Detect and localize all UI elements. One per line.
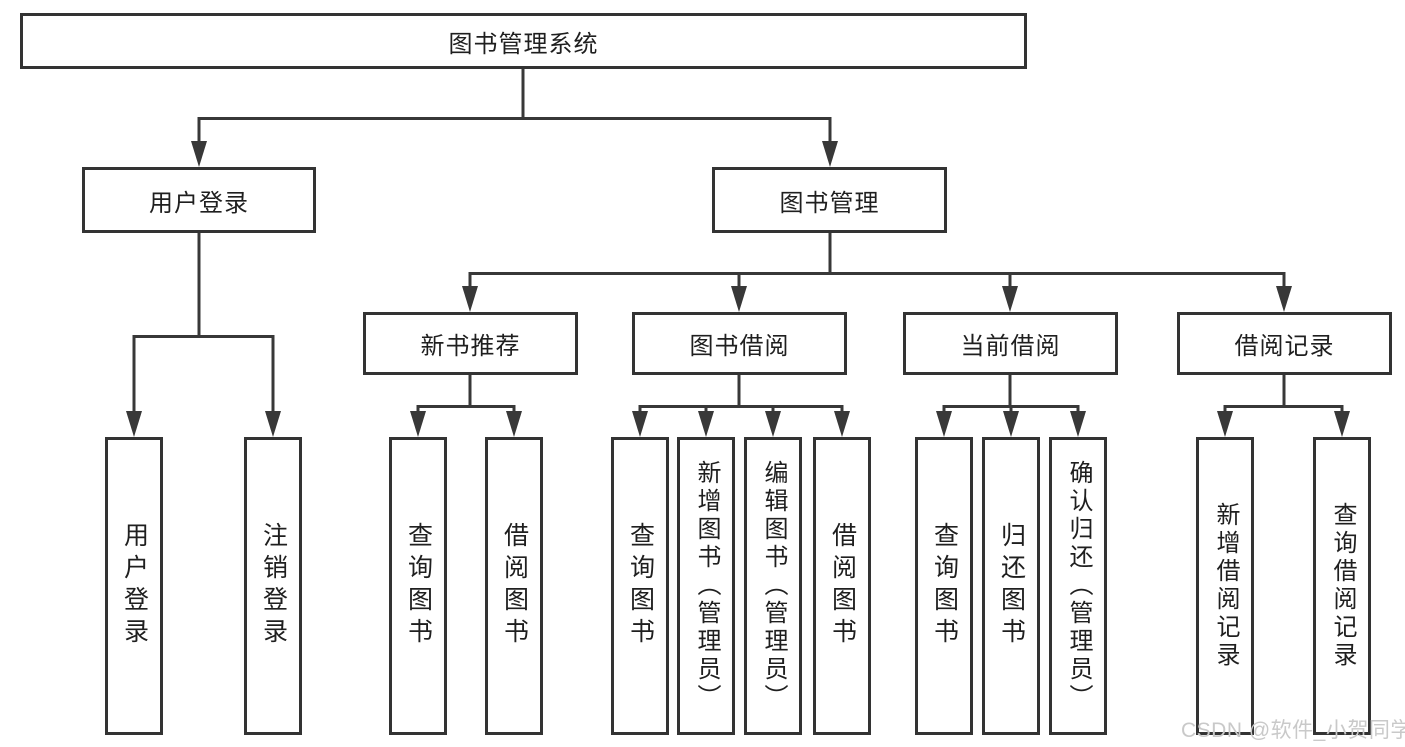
arrowhead-icons [126,141,1350,437]
node-root-library-system: 图书管理系统 [20,13,1027,69]
node-label: 查询图书 [404,522,433,650]
node-new-book-recommend: 新书推荐 [363,312,578,375]
node-label: 借阅图书 [500,522,529,650]
leaf-return-books: 归还图书 [982,437,1040,735]
node-label: 查询图书 [626,522,655,650]
leaf-edit-books-admin: 编辑图书（管理员） [744,437,802,735]
leaf-query-books-current: 查询图书 [915,437,973,735]
node-label: 当前借阅 [960,333,1061,360]
leaf-query-borrow-record: 查询借阅记录 [1313,437,1371,735]
node-label: 用户登录 [120,522,149,650]
node-label: 注销登录 [259,522,288,650]
node-book-management: 图书管理 [712,167,947,233]
node-label: 图书管理系统 [448,30,599,58]
leaf-query-books-recommend: 查询图书 [389,437,447,735]
node-current-borrow: 当前借阅 [903,312,1118,375]
node-label: 新增图书（管理员） [693,460,720,712]
node-borrow-records: 借阅记录 [1177,312,1392,375]
leaf-logout: 注销登录 [244,437,302,735]
node-label: 图书借阅 [689,333,790,360]
node-label: 用户登录 [149,189,249,217]
node-label: 查询图书 [930,522,959,650]
node-label: 新增借阅记录 [1212,502,1239,670]
leaf-query-books-borrow: 查询图书 [611,437,669,735]
csdn-watermark: CSDN @软件_小贺同学 [1181,719,1405,742]
leaf-add-books-admin: 新增图书（管理员） [677,437,735,735]
node-label: 确认归还（管理员） [1065,460,1092,712]
leaf-borrow-books-recommend: 借阅图书 [485,437,543,735]
node-label: 借阅记录 [1234,333,1335,360]
leaf-confirm-return-admin: 确认归还（管理员） [1049,437,1107,735]
node-label: 图书管理 [779,189,880,217]
node-label: 借阅图书 [828,522,857,650]
node-book-borrow: 图书借阅 [632,312,847,375]
leaf-user-login: 用户登录 [105,437,163,735]
node-label: 新书推荐 [420,333,521,360]
leaf-add-borrow-record: 新增借阅记录 [1196,437,1254,735]
node-label: 编辑图书（管理员） [760,460,787,712]
node-user-login: 用户登录 [82,167,316,233]
node-label: 查询借阅记录 [1329,502,1356,670]
leaf-borrow-books: 借阅图书 [813,437,871,735]
node-label: 归还图书 [997,522,1026,650]
